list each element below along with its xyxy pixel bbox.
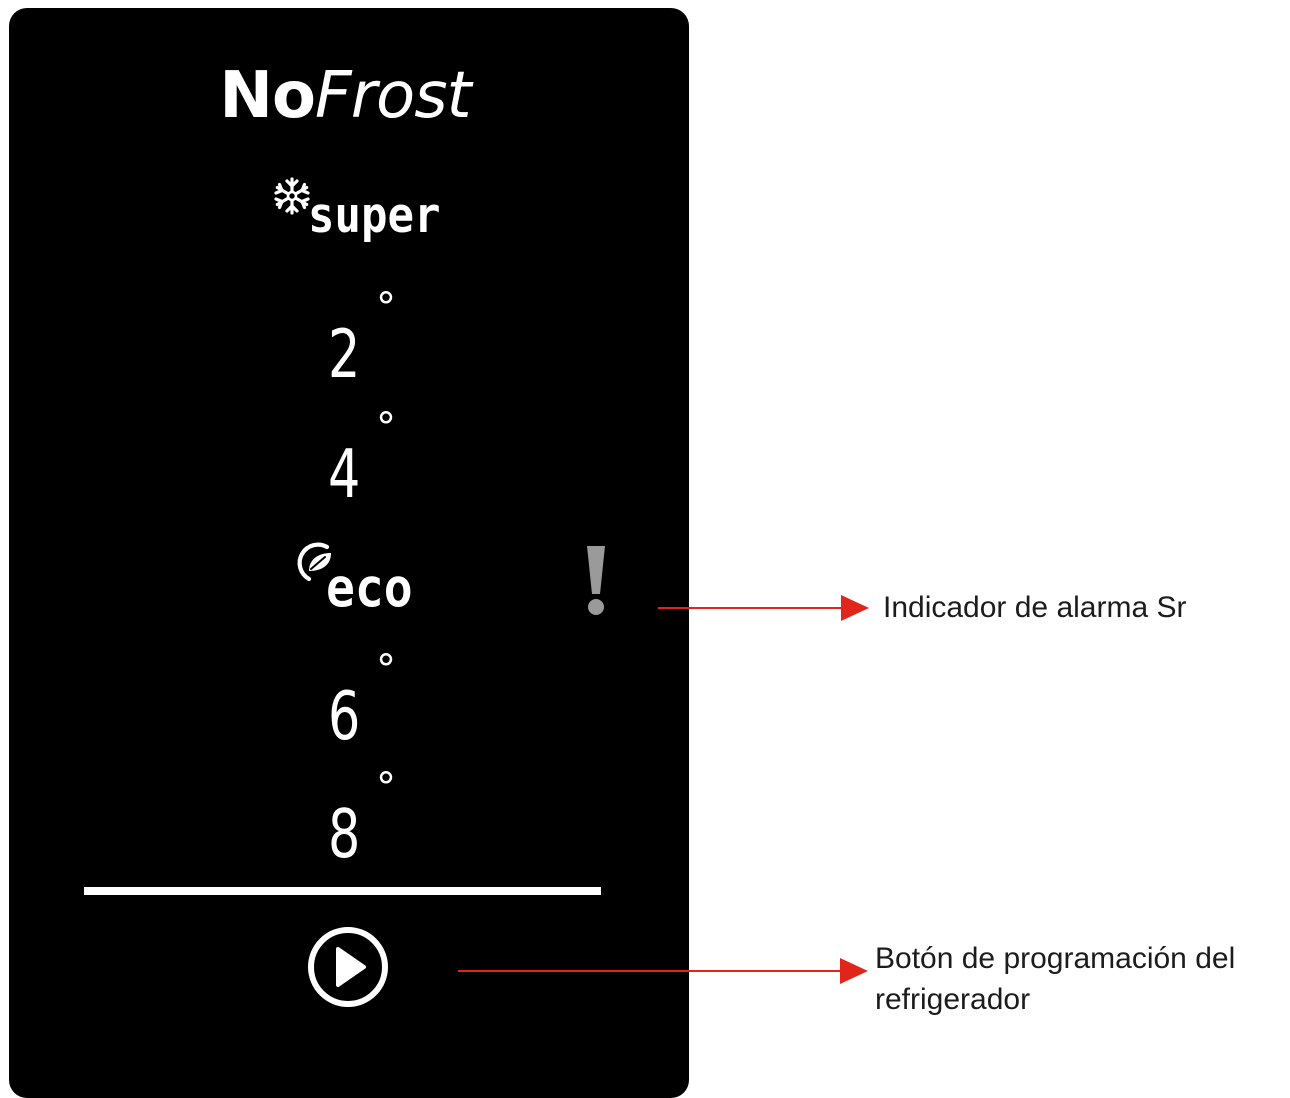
degree-symbol: ° xyxy=(376,647,396,693)
control-panel xyxy=(9,8,689,1098)
super-mode-label: super xyxy=(308,187,441,245)
snowflake-icon xyxy=(274,177,310,215)
temperature-option-2[interactable]: 2 ° xyxy=(328,288,448,388)
degree-symbol: ° xyxy=(376,285,396,331)
panel-divider xyxy=(84,887,601,895)
program-callout-arrowhead xyxy=(840,958,868,984)
temperature-option-4[interactable]: 4 ° xyxy=(328,408,448,508)
temperature-option-8[interactable]: 8 ° xyxy=(328,768,448,868)
eco-mode-label: eco xyxy=(326,556,413,620)
temperature-option-6[interactable]: 6 ° xyxy=(328,650,448,750)
alarm-callout-line xyxy=(658,607,842,609)
temperature-value: 2 xyxy=(328,314,361,394)
degree-symbol: ° xyxy=(376,765,396,811)
program-callout-label-line1: Botón de programación del xyxy=(875,942,1236,975)
alarm-exclamation-icon xyxy=(587,546,605,615)
brand-logo-no: No xyxy=(219,59,316,133)
program-button[interactable] xyxy=(306,925,390,1009)
alarm-callout-arrowhead xyxy=(841,595,869,621)
program-callout-label-line2: refrigerador xyxy=(875,983,1031,1016)
play-icon xyxy=(336,947,366,987)
brand-logo: NoFrost xyxy=(0,58,690,134)
temperature-value: 4 xyxy=(328,434,361,514)
brand-logo-frost: Frost xyxy=(314,59,472,133)
super-mode-button[interactable]: super xyxy=(272,176,440,242)
alarm-callout-label: Indicador de alarma Sr xyxy=(883,591,1187,624)
degree-symbol: ° xyxy=(376,405,396,451)
eco-mode-button[interactable]: eco xyxy=(296,540,413,620)
program-callout-line xyxy=(458,970,842,972)
temperature-value: 6 xyxy=(328,676,361,756)
temperature-value: 8 xyxy=(328,794,361,874)
eco-leaf-icon xyxy=(297,542,331,582)
